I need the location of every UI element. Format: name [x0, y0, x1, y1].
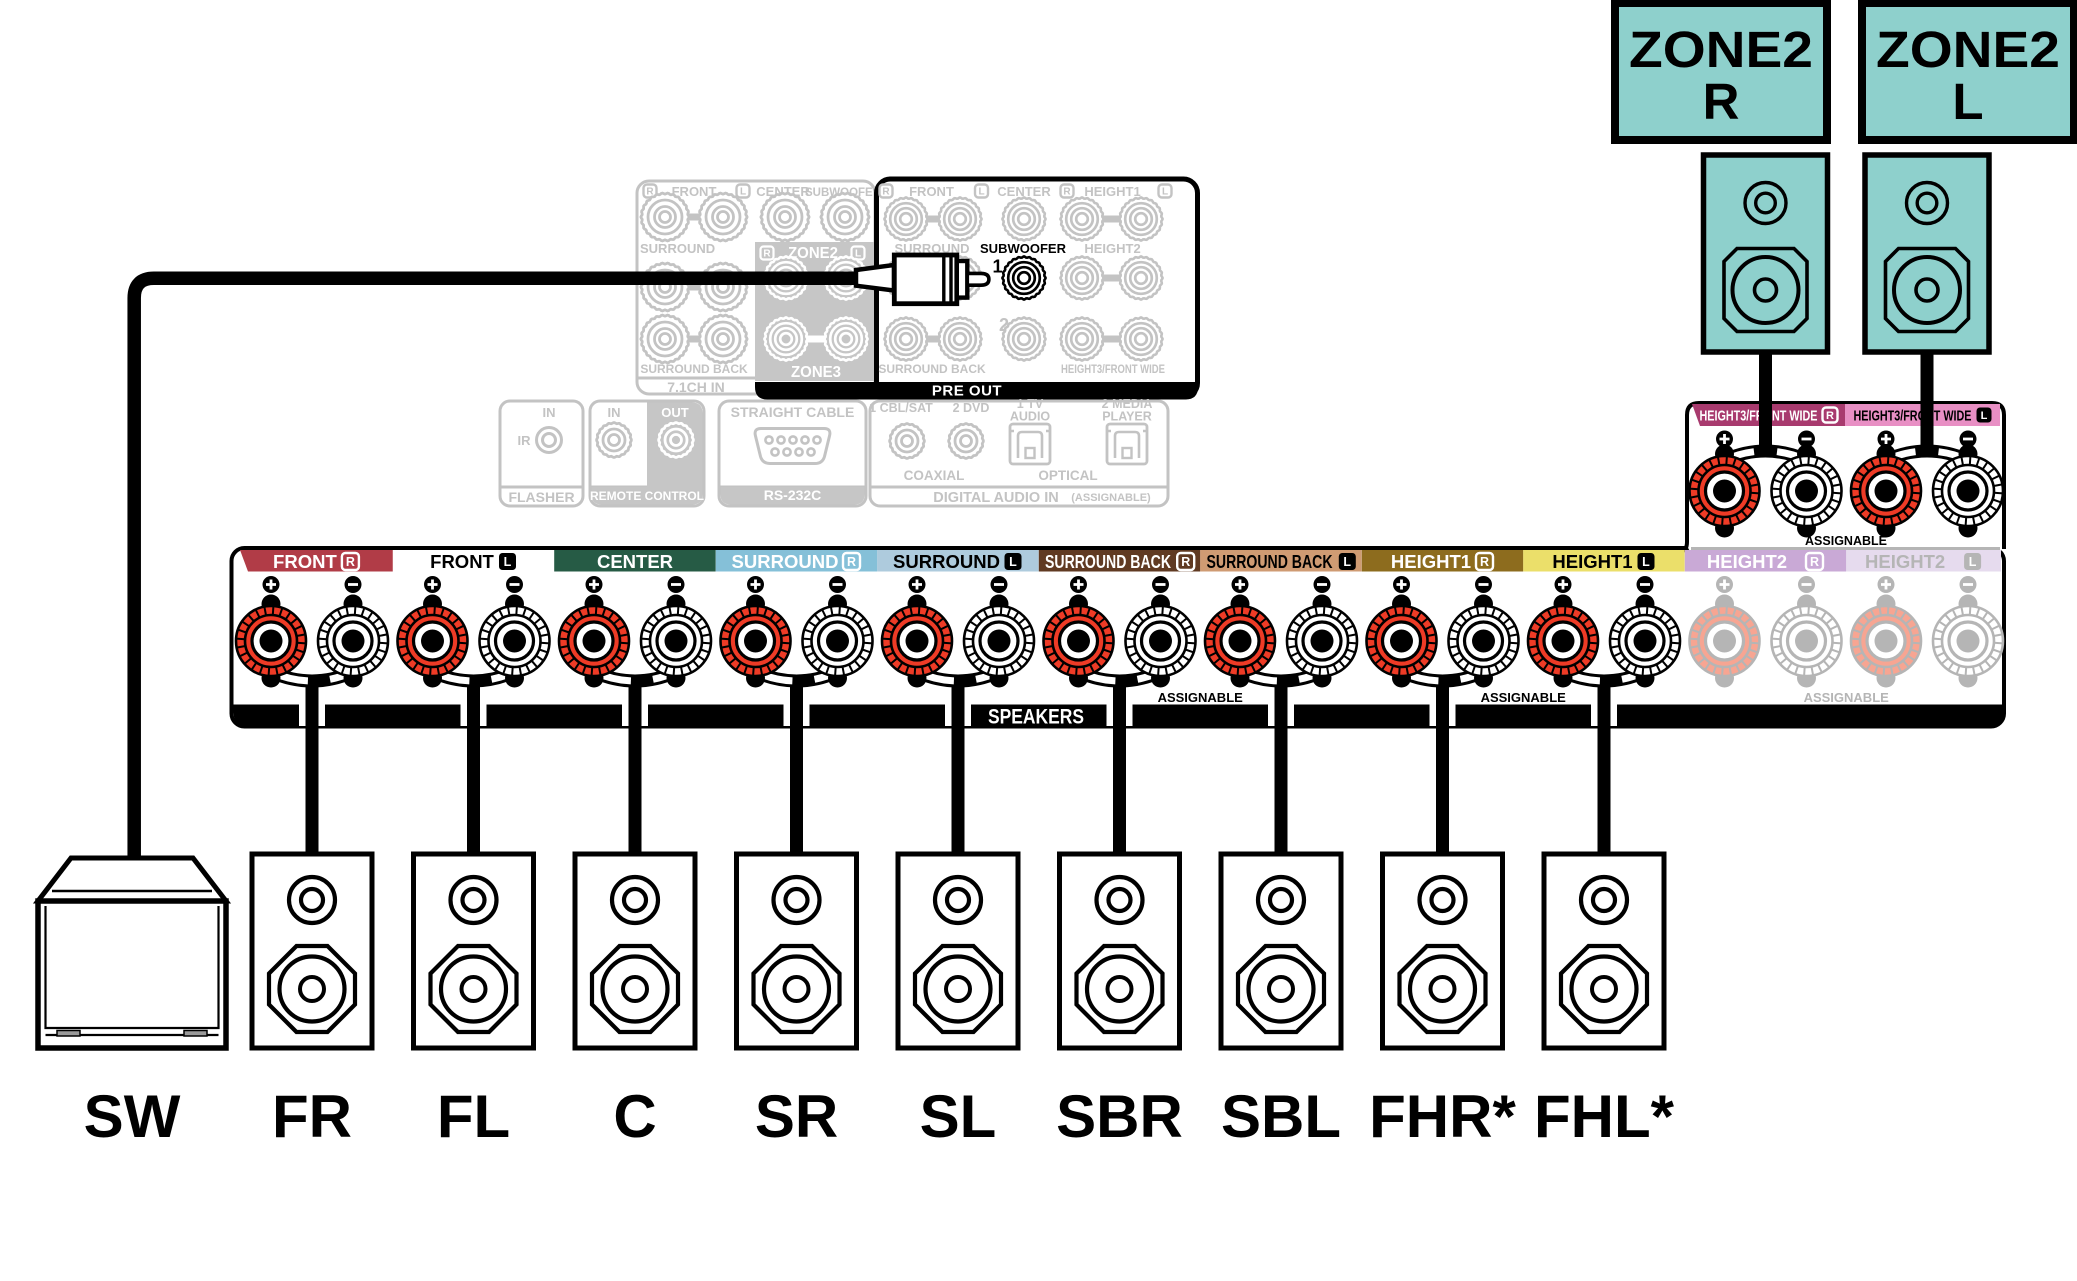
svg-text:FHR*: FHR*	[1369, 1083, 1516, 1150]
svg-text:PLAYER: PLAYER	[1102, 410, 1152, 424]
svg-text:CENTER: CENTER	[597, 551, 673, 572]
svg-text:SL: SL	[920, 1083, 997, 1150]
svg-text:R: R	[882, 187, 890, 198]
svg-text:HEIGHT2: HEIGHT2	[1865, 551, 1945, 572]
svg-text:HEIGHT3/FRONT WIDE: HEIGHT3/FRONT WIDE	[1061, 364, 1165, 376]
svg-text:L: L	[978, 187, 984, 198]
svg-text:ASSIGNABLE: ASSIGNABLE	[1158, 690, 1244, 705]
svg-text:R: R	[646, 187, 654, 198]
svg-text:ASSIGNABLE: ASSIGNABLE	[1804, 690, 1890, 705]
svg-text:DIGITAL AUDIO IN: DIGITAL AUDIO IN	[933, 490, 1058, 506]
svg-text:2 DVD: 2 DVD	[953, 401, 990, 415]
svg-text:HEIGHT1: HEIGHT1	[1084, 184, 1140, 199]
svg-text:SURROUND: SURROUND	[894, 241, 969, 256]
svg-text:ZONE2: ZONE2	[1629, 21, 1813, 78]
svg-text:IN: IN	[543, 405, 556, 420]
svg-text:HEIGHT1: HEIGHT1	[1391, 551, 1471, 572]
svg-text:HEIGHT3/FRONT WIDE: HEIGHT3/FRONT WIDE	[1854, 408, 1972, 425]
svg-text:HEIGHT2: HEIGHT2	[1084, 241, 1140, 256]
svg-text:R: R	[346, 555, 355, 569]
svg-text:HEIGHT2: HEIGHT2	[1707, 551, 1787, 572]
svg-text:1 CBL/SAT: 1 CBL/SAT	[869, 401, 933, 415]
svg-text:CENTER: CENTER	[756, 184, 810, 199]
svg-text:SURROUND BACK: SURROUND BACK	[878, 362, 986, 376]
svg-text:SURROUND BACK: SURROUND BACK	[1045, 551, 1171, 572]
svg-text:R: R	[1826, 410, 1834, 422]
svg-text:FHL*: FHL*	[1534, 1083, 1675, 1150]
svg-text:L: L	[1343, 555, 1351, 569]
svg-text:FRONT: FRONT	[672, 184, 717, 199]
svg-text:R: R	[1480, 555, 1489, 569]
svg-text:FLASHER: FLASHER	[508, 489, 574, 505]
svg-text:COAXIAL: COAXIAL	[904, 468, 965, 483]
svg-text:SPEAKERS: SPEAKERS	[988, 706, 1084, 729]
svg-text:R: R	[763, 249, 771, 260]
svg-text:R: R	[1703, 73, 1740, 130]
svg-text:SUBWOOFER: SUBWOOFER	[980, 241, 1067, 256]
svg-text:HEIGHT1: HEIGHT1	[1552, 551, 1632, 572]
svg-text:L: L	[1952, 73, 1983, 130]
svg-text:ZONE2: ZONE2	[788, 245, 838, 262]
svg-text:IN: IN	[608, 405, 621, 420]
svg-text:L: L	[1981, 410, 1988, 422]
svg-text:PRE OUT: PRE OUT	[932, 383, 1002, 400]
svg-text:L: L	[1642, 555, 1650, 569]
svg-text:C: C	[613, 1083, 656, 1150]
svg-text:R: R	[1810, 555, 1819, 569]
svg-text:IR: IR	[518, 433, 532, 448]
svg-text:ASSIGNABLE: ASSIGNABLE	[1481, 690, 1567, 705]
svg-text:SR: SR	[755, 1083, 838, 1150]
svg-text:1: 1	[992, 257, 1002, 277]
svg-text:R: R	[1063, 187, 1071, 198]
svg-text:L: L	[1162, 187, 1168, 198]
svg-text:FRONT: FRONT	[273, 551, 337, 572]
svg-text:(ASSIGNABLE): (ASSIGNABLE)	[1071, 492, 1151, 504]
svg-text:FRONT: FRONT	[909, 184, 954, 199]
svg-text:7.1CH IN: 7.1CH IN	[667, 379, 725, 395]
svg-text:FRONT: FRONT	[430, 551, 494, 572]
svg-text:2: 2	[999, 315, 1009, 335]
svg-text:HEIGHT3/FRONT WIDE: HEIGHT3/FRONT WIDE	[1700, 408, 1818, 425]
svg-text:ZONE2: ZONE2	[1876, 21, 2060, 78]
svg-text:L: L	[1009, 555, 1017, 569]
svg-text:L: L	[1969, 555, 1977, 569]
svg-text:SBL: SBL	[1221, 1083, 1341, 1150]
svg-text:AUDIO: AUDIO	[1010, 410, 1051, 424]
svg-text:L: L	[855, 249, 861, 260]
svg-text:SURROUND BACK: SURROUND BACK	[1207, 551, 1333, 572]
svg-text:2 MEDIA: 2 MEDIA	[1102, 397, 1153, 411]
svg-text:R: R	[1181, 555, 1190, 569]
svg-text:OPTICAL: OPTICAL	[1038, 468, 1097, 483]
svg-text:ASSIGNABLE: ASSIGNABLE	[1805, 534, 1887, 548]
svg-text:SURROUND BACK: SURROUND BACK	[640, 362, 748, 376]
svg-text:SBR: SBR	[1056, 1083, 1183, 1150]
svg-text:RS-232C: RS-232C	[764, 487, 822, 503]
svg-text:SW: SW	[84, 1083, 181, 1150]
svg-text:L: L	[504, 555, 512, 569]
svg-text:REMOTE CONTROL: REMOTE CONTROL	[590, 489, 704, 503]
svg-text:1 TV: 1 TV	[1017, 397, 1044, 411]
svg-text:FL: FL	[437, 1083, 510, 1150]
svg-text:R: R	[847, 555, 856, 569]
svg-text:STRAIGHT CABLE: STRAIGHT CABLE	[731, 404, 855, 420]
svg-text:ZONE3: ZONE3	[791, 364, 841, 381]
svg-text:SURROUND: SURROUND	[893, 551, 1000, 572]
svg-text:SURROUND: SURROUND	[640, 241, 715, 256]
svg-text:CENTER: CENTER	[997, 184, 1051, 199]
svg-text:OUT: OUT	[661, 405, 689, 420]
svg-text:FR: FR	[272, 1083, 352, 1150]
svg-text:SURROUND: SURROUND	[732, 551, 839, 572]
svg-text:L: L	[740, 187, 746, 198]
